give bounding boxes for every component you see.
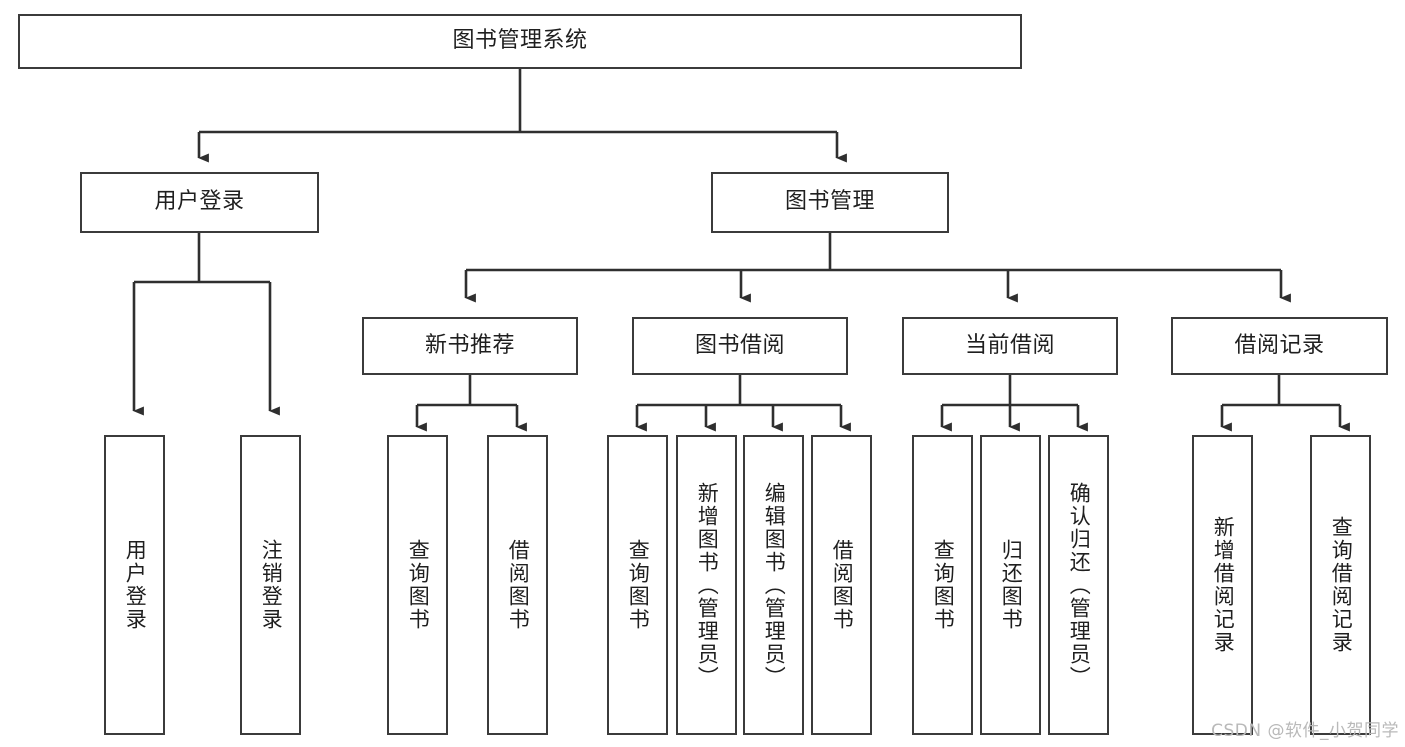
node-leaf-add-borrow-record[interactable]: 新增借阅记录 — [1192, 435, 1253, 735]
node-label: 注销登录 — [259, 539, 284, 631]
node-leaf-borrow-book[interactable]: 借阅图书 — [811, 435, 872, 735]
node-label: 查询图书 — [406, 539, 431, 631]
node-leaf-user-login[interactable]: 用户登录 — [104, 435, 165, 735]
node-leaf-query-book-recommend[interactable]: 查询图书 — [387, 435, 448, 735]
node-label: 确认归还（管理员） — [1067, 481, 1092, 689]
node-current-borrow[interactable]: 当前借阅 — [902, 317, 1118, 375]
node-leaf-edit-book-admin[interactable]: 编辑图书（管理员） — [743, 435, 804, 735]
node-book-borrow[interactable]: 图书借阅 — [632, 317, 848, 375]
node-book-management[interactable]: 图书管理 — [711, 172, 949, 233]
node-leaf-logout[interactable]: 注销登录 — [240, 435, 301, 735]
node-leaf-query-borrow-record[interactable]: 查询借阅记录 — [1310, 435, 1371, 735]
node-leaf-add-book-admin[interactable]: 新增图书（管理员） — [676, 435, 737, 735]
node-label: 新增借阅记录 — [1211, 516, 1236, 654]
node-label: 归还图书 — [999, 539, 1024, 631]
node-label: 用户登录 — [154, 189, 245, 215]
node-new-book-recommend[interactable]: 新书推荐 — [362, 317, 578, 375]
node-label: 编辑图书（管理员） — [762, 481, 787, 689]
node-user-login[interactable]: 用户登录 — [80, 172, 319, 233]
node-label: 查询图书 — [931, 539, 956, 631]
node-label: 借阅图书 — [506, 539, 531, 631]
node-leaf-query-book-current[interactable]: 查询图书 — [912, 435, 973, 735]
node-label: 当前借阅 — [964, 332, 1055, 358]
watermark-text: CSDN @软件_小贺同学 — [1211, 721, 1399, 741]
node-label: 新书推荐 — [424, 332, 515, 358]
node-leaf-confirm-return-admin[interactable]: 确认归还（管理员） — [1048, 435, 1109, 735]
node-label: 图书管理 — [784, 189, 875, 215]
node-label: 查询借阅记录 — [1329, 516, 1354, 654]
node-leaf-borrow-book-recommend[interactable]: 借阅图书 — [487, 435, 548, 735]
node-label: 借阅记录 — [1234, 332, 1325, 358]
node-label: 图书借阅 — [694, 332, 785, 358]
node-label: 图书管理系统 — [452, 28, 588, 54]
node-leaf-query-book-borrow[interactable]: 查询图书 — [607, 435, 668, 735]
node-label: 借阅图书 — [830, 539, 855, 631]
node-label: 查询图书 — [626, 539, 651, 631]
node-leaf-return-book[interactable]: 归还图书 — [980, 435, 1041, 735]
node-borrow-record[interactable]: 借阅记录 — [1171, 317, 1388, 375]
node-root-book-management-system[interactable]: 图书管理系统 — [18, 14, 1022, 69]
node-label: 新增图书（管理员） — [695, 481, 720, 689]
node-label: 用户登录 — [123, 539, 148, 631]
